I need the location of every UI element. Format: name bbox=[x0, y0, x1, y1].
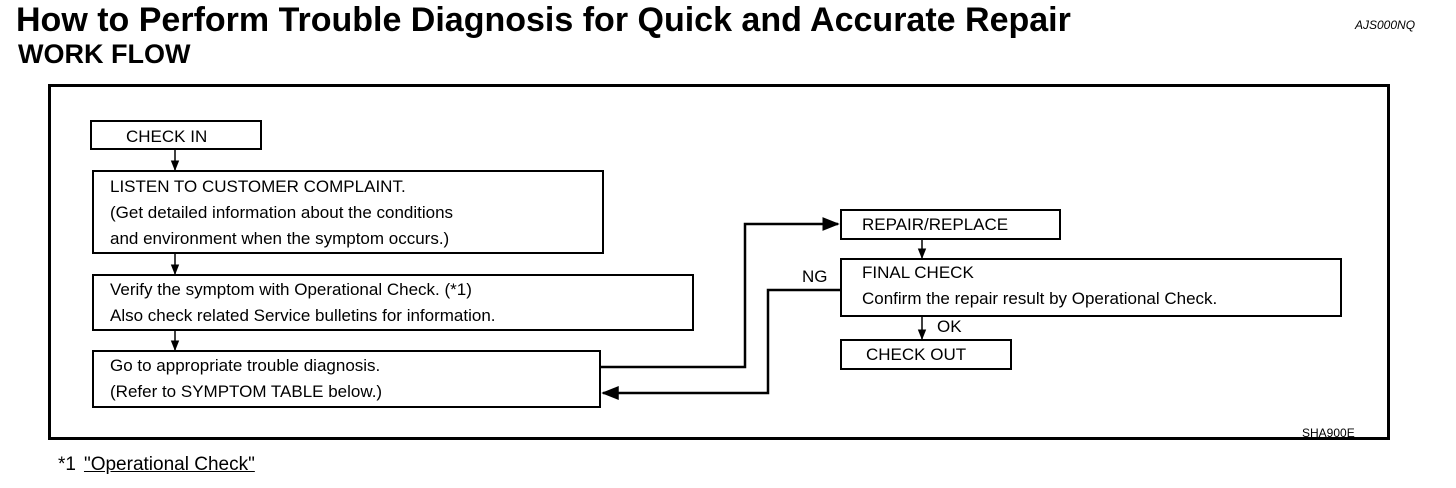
listen-line-2: (Get detailed information about the cond… bbox=[110, 203, 454, 222]
section-title: WORK FLOW bbox=[18, 39, 191, 69]
arrow-goto-to-repair bbox=[601, 217, 840, 369]
final-check-line-2: Confirm the repair result by Operational… bbox=[862, 289, 1218, 308]
repair-replace-label: REPAIR/REPLACE bbox=[862, 215, 1009, 234]
listen-line-1: LISTEN TO CUSTOMER COMPLAINT. bbox=[110, 177, 406, 196]
check-in-box: CHECK IN bbox=[90, 120, 262, 150]
arrow-final-ng-to-goto bbox=[601, 288, 840, 400]
verify-box: Verify the symptom with Operational Chec… bbox=[92, 274, 694, 331]
check-out-box: CHECK OUT bbox=[840, 339, 1012, 370]
goto-line-1: Go to appropriate trouble diagnosis. bbox=[110, 356, 381, 375]
final-check-line-1: FINAL CHECK bbox=[862, 263, 974, 282]
check-out-label: CHECK OUT bbox=[866, 345, 967, 364]
operational-check-link[interactable]: "Operational Check" bbox=[83, 454, 255, 475]
listen-line-3: and environment when the symptom occurs.… bbox=[110, 229, 450, 248]
ok-label: OK bbox=[937, 317, 962, 336]
listen-box: LISTEN TO CUSTOMER COMPLAINT. (Get detai… bbox=[92, 170, 604, 254]
footnote: *1 "Operational Check" bbox=[58, 454, 255, 476]
final-check-box: FINAL CHECK Confirm the repair result by… bbox=[840, 258, 1342, 317]
footnote-mark: *1 bbox=[58, 454, 76, 475]
workflow-frame bbox=[48, 84, 1390, 440]
verify-line-1: Verify the symptom with Operational Chec… bbox=[110, 280, 472, 299]
page-title: How to Perform Trouble Diagnosis for Qui… bbox=[16, 1, 1071, 39]
check-in-label: CHECK IN bbox=[126, 127, 208, 146]
figure-code: SHA900E bbox=[1302, 426, 1355, 440]
verify-line-2: Also check related Service bulletins for… bbox=[110, 306, 496, 325]
repair-replace-box: REPAIR/REPLACE bbox=[840, 209, 1061, 240]
document-code: AJS000NQ bbox=[1355, 18, 1416, 32]
goto-diagnosis-box: Go to appropriate trouble diagnosis. (Re… bbox=[92, 350, 601, 408]
goto-line-2: (Refer to SYMPTOM TABLE below.) bbox=[110, 382, 383, 401]
ng-label: NG bbox=[802, 267, 828, 286]
